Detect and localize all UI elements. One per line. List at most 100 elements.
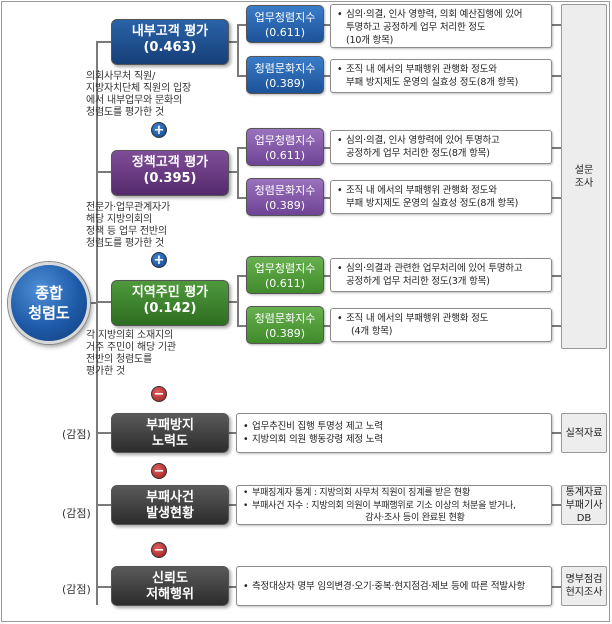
minus-operator-icon: − (151, 463, 167, 479)
category-subtitle: 발생현황 (146, 506, 194, 521)
source-label: 현지조사 (565, 587, 603, 598)
branch-line (324, 75, 330, 77)
category-title: 부패사건 (146, 490, 194, 505)
desc-line: 지방자치단체 직원의 입장 (86, 83, 191, 94)
detail-line: (4개 항목) (351, 326, 393, 337)
detail-line: 부패 방지제도 운영의 실효성 정도(8개 항목) (346, 77, 519, 88)
local-resident-eval-box: 지역주민 평가 (0.142) (111, 280, 229, 326)
performance-data-source-box: 실적자료 (561, 413, 607, 453)
detail-box: •측정대상자 명부 임의변경·오기·중복·현지점검·제보 등에 따른 적발사항 (236, 566, 552, 606)
integrity-culture-index-box: 청렴문화지수 (0.389) (246, 56, 324, 94)
branch-line (237, 325, 246, 327)
trunk-line (96, 41, 98, 605)
source-label: 조사 (574, 177, 594, 189)
index-weight: (0.611) (264, 149, 306, 162)
detail-line: 조직 내 에서의 부패행위 관행화 정도와 (346, 185, 497, 196)
source-label: 부패기사 (565, 499, 603, 511)
source-label: 실적자료 (565, 427, 603, 439)
plus-operator-icon: + (151, 122, 167, 138)
detail-line: 심의·의결, 인사 영향력에 있어 투명하고 (346, 135, 500, 146)
bullet-icon: • (337, 313, 343, 324)
bullet-icon: • (337, 135, 343, 146)
desc-line: 해당 지방의회의 (86, 214, 152, 225)
branch-line (324, 24, 330, 26)
detail-line: 부패 방지제도 운영의 실효성 정도(8개 항목) (346, 198, 519, 209)
category-subtitle: 노력도 (152, 434, 188, 449)
detail-line: 감사·조사 등이 완료된 현황 (365, 513, 465, 523)
index-name: 업무청렴지수 (254, 262, 316, 275)
detail-box: •심의·의결, 인사 영향력, 의회 예산집행에 있어 투명하고 공정하게 업무… (330, 4, 552, 48)
detail-box: •조직 내 에서의 부패행위 관행화 정도와 부패 방지제도 운영의 실효성 정… (330, 59, 552, 93)
branch-line (552, 147, 561, 149)
desc-line: 거주 주민이 해당 기관 (86, 342, 176, 353)
desc-line: 의회사무처 직원/ (86, 71, 156, 82)
detail-line: 부패사건 자수 : 지방의회 의원이 부패행위로 기소 이상의 처분을 받거나, (252, 500, 516, 511)
branch-line (96, 171, 111, 173)
branch-line (237, 24, 246, 26)
detail-line: 공정하게 업무 처리한 정도(3개 항목) (346, 276, 490, 287)
root-label-line1: 종합 (35, 284, 63, 302)
bullet-icon: • (243, 488, 249, 498)
category-subtitle: 저해행위 (146, 587, 194, 602)
overall-integrity-node: 종합 청렴도 (8, 262, 90, 344)
detail-line: 부패징계자 통계 : 지방의회 사무처 직원이 징계를 받은 현황 (252, 488, 471, 498)
desc-line: 청렴도를 평가한 것 (86, 238, 164, 249)
work-integrity-index-box: 업무청렴지수 (0.611) (246, 128, 324, 166)
bullet-icon: • (337, 9, 343, 20)
branch-line (237, 147, 246, 149)
root-label-line2: 청렴도 (28, 304, 70, 322)
category-title: 지역주민 평가 (131, 285, 209, 300)
detail-line: 심의·의결, 인사 영향력, 의회 예산집행에 있어 (346, 9, 523, 20)
category-title: 내부고객 평가 (131, 24, 209, 39)
branch-line (552, 504, 561, 506)
category-description: 의회사무처 직원/ 지방자치단체 직원의 입장 에서 내부업무와 문화의 청렴도… (86, 71, 236, 119)
category-weight: (0.395) (143, 171, 197, 186)
detail-box: •조직 내 에서의 부패행위 관행화 정도 (4개 항목) (330, 308, 552, 342)
branch-line (552, 75, 561, 77)
detail-line: 투명하고 공정하게 업무 처리한 정도 (346, 22, 486, 33)
detail-line: 측정대상자 명부 임의변경·오기·중복·현지점검·제보 등에 따른 적발사항 (252, 581, 526, 592)
bullet-icon: • (337, 64, 343, 75)
index-name: 청렴문화지수 (254, 312, 316, 325)
branch-line (237, 275, 239, 327)
branch-line (324, 325, 330, 327)
desc-line: 정책 등 업무 전반의 (86, 226, 167, 237)
desc-line: 전문가·업무관계자가 (86, 202, 170, 213)
minus-operator-icon: − (151, 542, 167, 558)
inspection-source-box: 명부점검 현지조사 (561, 566, 607, 606)
branch-line (237, 197, 246, 199)
bullet-icon: • (243, 421, 249, 432)
branch-line (552, 275, 561, 277)
detail-line: 조직 내 에서의 부패행위 관행화 정도 (346, 313, 489, 324)
internal-customer-eval-box: 내부고객 평가 (0.463) (111, 19, 229, 65)
branch-line (237, 275, 246, 277)
index-weight: (0.389) (264, 199, 306, 212)
bullet-icon: • (243, 500, 249, 511)
category-weight: (0.142) (143, 301, 197, 316)
branch-line (96, 301, 111, 303)
detail-line: 심의·의결과 관련한 업무처리에 있어 투명하고 (346, 263, 523, 274)
branch-line (229, 432, 236, 434)
category-description: 전문가·업무관계자가 해당 지방의회의 정책 등 업무 전반의 청렴도를 평가한… (86, 202, 236, 250)
bullet-icon: • (243, 434, 249, 445)
category-title: 정책고객 평가 (131, 155, 209, 170)
branch-line (237, 24, 239, 77)
branch-line (552, 586, 561, 588)
branch-line (229, 171, 239, 173)
index-weight: (0.389) (264, 327, 306, 340)
desc-line: 평가한 것 (86, 366, 125, 377)
index-weight: (0.611) (264, 26, 306, 39)
branch-line (96, 432, 111, 434)
deduction-label: (감점) (62, 507, 91, 520)
detail-box: •업무추진비 집행 투명성 제고 노력 •지방의회 의원 행동강령 제정 노력 (236, 413, 552, 453)
category-weight: (0.463) (143, 40, 197, 55)
plus-operator-icon: + (151, 252, 167, 268)
detail-box: •심의·의결, 인사 영향력에 있어 투명하고 공정하게 업무 처리한 정도(8… (330, 130, 552, 164)
branch-line (96, 504, 111, 506)
detail-box: •조직 내 에서의 부패행위 관행화 정도와 부패 방지제도 운영의 실효성 정… (330, 180, 552, 214)
detail-line: 업무추진비 집행 투명성 제고 노력 (252, 421, 383, 432)
desc-line: 전반의 청렴도를 (86, 354, 152, 365)
index-name: 청렴문화지수 (254, 62, 316, 75)
policy-customer-eval-box: 정책고객 평가 (0.395) (111, 150, 229, 196)
bullet-icon: • (243, 581, 249, 592)
